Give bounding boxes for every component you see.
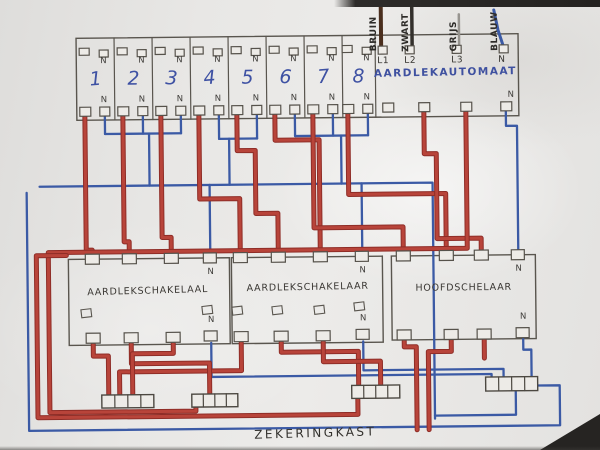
photo-shadow-bottom [0,446,600,450]
switch-bottom-n-label: N [207,314,215,325]
phase-terminal-label: L2 [404,55,417,66]
module-bottom-n-label: N [252,93,260,104]
switch-bottom-n-label: N [519,311,527,322]
module-top-n-label: N [138,55,145,66]
phase-terminal-label: L1 [377,56,390,67]
wire-label-grijs: GRIJS [448,20,460,52]
module-number: 4 [202,66,217,90]
wire-label-blauw: BLAUW [489,11,501,51]
module-bottom-n-label: N [176,94,184,105]
automaat-bottom-n-label: N [507,89,515,100]
module-number: 6 [278,65,293,89]
switch-bottom-n-label: N [359,313,367,324]
module-number: 3 [164,66,179,90]
module-top-n-label: N [252,54,259,65]
module-bottom-n-label: N [328,92,336,103]
switch-top-n-label: N [515,263,522,274]
module-top-n-label: N [214,54,221,65]
module-bottom-n-label: N [290,93,298,104]
module-number: 1 [88,67,103,91]
module-bottom-n-label: N [214,93,222,104]
module-top-n-label: N [176,55,183,66]
wire-label-bruin: BRUIN [368,16,380,52]
module-number: 2 [127,67,140,90]
switch-label-hoofdschakelaar: HOOFDSCHELAAR [415,281,512,294]
module-bottom-n-label: N [100,95,108,106]
module-number: 8 [352,65,365,88]
module-number: 5 [241,66,254,89]
module-top-n-label: N [100,56,107,67]
switch-top-n-label: N [207,266,214,277]
phase-terminal-label: L3 [451,55,464,66]
photo-background-top [334,0,600,7]
phase-terminal-label: N [498,54,506,65]
module-bottom-n-label: N [138,94,146,105]
module-top-n-label: N [328,53,335,64]
module-number: 7 [316,65,331,89]
module-top-n-label: N [363,53,370,64]
wire-label-zwart: ZWART [400,13,412,52]
module-bottom-n-label: N [363,92,371,103]
module-top-n-label: N [290,54,297,65]
switch-top-n-label: N [359,265,366,276]
